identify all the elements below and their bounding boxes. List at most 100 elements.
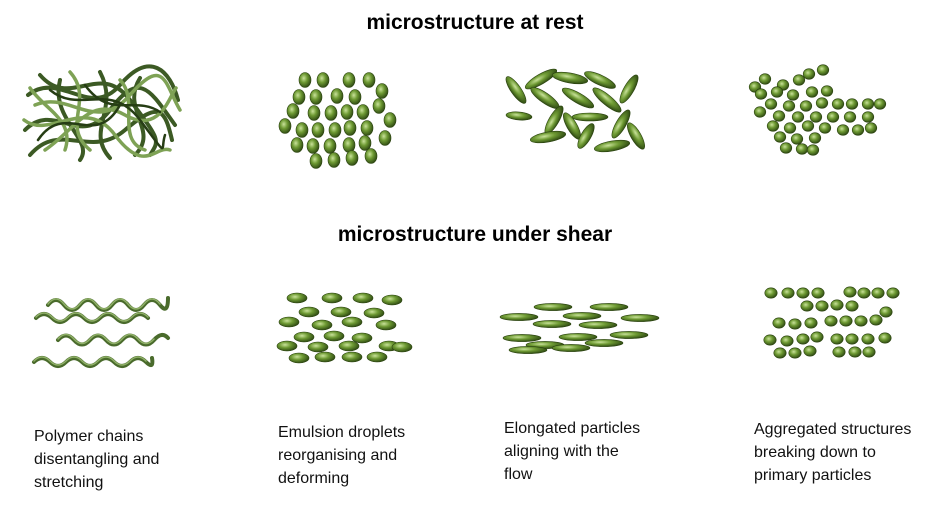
aggregate-particle-rest [808, 132, 822, 144]
aggregate-particle-rest [753, 106, 767, 118]
elongated-rod-rest [530, 87, 560, 109]
aggregate-particle-rest [806, 144, 820, 156]
aggregate-particle-rest [843, 111, 857, 123]
emulsion-droplet-shear [341, 351, 363, 363]
aggregate-particle-rest [766, 120, 780, 132]
elongated-rod-shear [551, 344, 591, 352]
emulsion-droplet-rest [292, 89, 306, 105]
emulsion-droplet-shear [307, 341, 329, 353]
aggregate-particle-shear [800, 300, 814, 312]
title-under-shear: microstructure under shear [337, 223, 613, 246]
emulsion-droplet-shear [391, 341, 413, 353]
polymer-rest-tangle [22, 64, 182, 162]
elongated-rod-shear [533, 303, 573, 311]
aggregate-particle-rest [754, 88, 768, 100]
aggregate-particle-rest [816, 64, 830, 76]
elongated-rod-rest [619, 74, 639, 104]
elongated-rod-rest [577, 123, 595, 149]
aggregate-particle-rest [772, 110, 786, 122]
elongated-rod-rest [571, 112, 609, 122]
polymer-shear-chains [32, 296, 170, 368]
aggregate-particle-rest [792, 74, 806, 86]
aggregate-particle-rest [820, 85, 834, 97]
emulsion-droplet-rest [298, 72, 312, 88]
aggregate-particle-rest [790, 133, 804, 145]
emulsion-droplet-shear [375, 319, 397, 331]
emulsion-droplet-rest [327, 152, 341, 168]
aggregate-particle-shear [803, 345, 817, 357]
emulsion-droplet-rest [330, 88, 344, 104]
caption-elongated: Elongated particles aligning with the fl… [504, 420, 641, 483]
aggregate-particle-rest [815, 97, 829, 109]
emulsion-droplet-rest [372, 98, 386, 114]
emulsion-droplet-shear [366, 351, 388, 363]
emulsion-droplet-rest [316, 72, 330, 88]
emulsion-droplet-rest [278, 118, 292, 134]
aggregate-particle-rest [826, 111, 840, 123]
emulsion-droplet-shear [363, 307, 385, 319]
aggregate-particle-rest [795, 143, 809, 155]
aggregate-particle-rest [783, 122, 797, 134]
aggregate-particle-rest [801, 120, 815, 132]
elongated-rod-shear [620, 314, 660, 322]
emulsion-droplet-rest [328, 122, 342, 138]
aggregate-particle-shear [839, 315, 853, 327]
aggregate-particle-shear [845, 300, 859, 312]
aggregate-particle-shear [843, 286, 857, 298]
aggregate-particle-rest [764, 98, 778, 110]
aggregate-particle-rest [851, 124, 865, 136]
emulsion-droplet-shear [314, 351, 336, 363]
aggregate-particle-rest [805, 86, 819, 98]
elongated-rod-rest [592, 87, 622, 113]
emulsion-droplet-rest [345, 150, 359, 166]
aggregate-particle-rest [799, 100, 813, 112]
elongated-rod-rest [611, 109, 631, 139]
aggregate-particle-shear [810, 331, 824, 343]
emulsion-droplet-rest [375, 83, 389, 99]
aggregate-particle-shear [832, 346, 846, 358]
aggregate-particle-shear [830, 299, 844, 311]
elongated-rod-rest [584, 71, 616, 89]
elongated-rod-rest [551, 71, 589, 85]
aggregate-particle-rest [809, 111, 823, 123]
aggregate-particle-rest [770, 86, 784, 98]
aggregate-particle-rest [861, 98, 875, 110]
emulsion-droplet-rest [356, 104, 370, 120]
aggregate-particle-shear [862, 346, 876, 358]
emulsion-droplet-rest [309, 153, 323, 169]
emulsion-droplet-rest [309, 89, 323, 105]
aggregate-particle-shear [879, 306, 893, 318]
emulsion-droplet-shear [288, 352, 310, 364]
aggregate-particle-rest [873, 98, 887, 110]
aggregate-particle-shear [796, 333, 810, 345]
emulsion-droplet-rest [364, 148, 378, 164]
elongated-rod-rest [561, 87, 595, 109]
aggregate-particle-rest [831, 98, 845, 110]
aggregate-particle-shear [763, 334, 777, 346]
aggregate-particle-rest [864, 122, 878, 134]
aggregate-particle-shear [815, 300, 829, 312]
aggregate-particle-shear [845, 333, 859, 345]
elongated-rod-shear [562, 312, 602, 320]
elongated-rod-shear [532, 320, 572, 328]
aggregate-particle-shear [886, 287, 900, 299]
aggregate-particle-shear [804, 317, 818, 329]
emulsion-droplet-rest [343, 120, 357, 136]
elongated-rod-shear [584, 339, 624, 347]
aggregate-particle-shear [861, 333, 875, 345]
emulsion-droplet-rest [311, 122, 325, 138]
emulsion-droplet-shear [276, 340, 298, 352]
elongated-rod-shear [502, 334, 542, 342]
aggregate-particle-shear [788, 347, 802, 359]
emulsion-droplet-shear [293, 331, 315, 343]
elongated-rod-shear [558, 333, 598, 341]
aggregate-particle-shear [764, 287, 778, 299]
emulsion-droplet-rest [306, 138, 320, 154]
emulsion-droplet-rest [290, 137, 304, 153]
aggregate-particle-rest [791, 111, 805, 123]
emulsion-droplet-shear [286, 292, 308, 304]
emulsion-droplet-shear [298, 306, 320, 318]
aggregate-particle-rest [836, 124, 850, 136]
caption-aggregated: Aggregated structures breaking down to p… [754, 421, 912, 484]
